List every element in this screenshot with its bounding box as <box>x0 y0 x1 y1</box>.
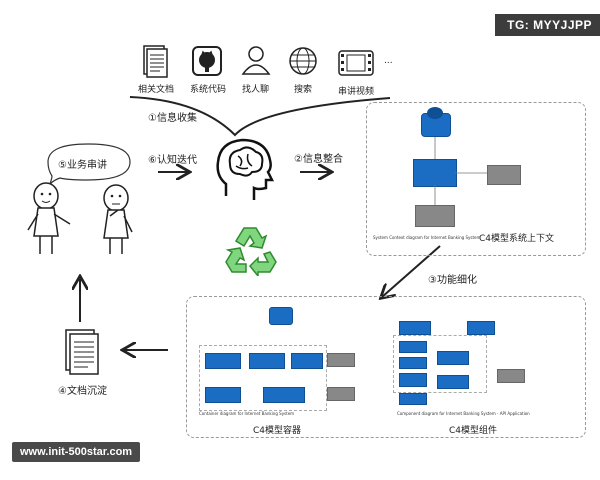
recycle-icon <box>225 227 277 276</box>
source-docs-label: 相关文档 <box>138 85 175 95</box>
ellipsis: ... <box>384 56 393 66</box>
step-integrate: ②信息整合 <box>294 154 343 165</box>
container-email-system <box>327 353 355 367</box>
container-database <box>205 387 241 403</box>
context-mainframe <box>415 205 455 227</box>
component-reset <box>399 357 427 369</box>
source-video-label: 串讲视频 <box>338 87 375 97</box>
step-document: ④文档沉淀 <box>58 386 107 397</box>
watermark-top: TG: MYYJJPP <box>495 14 600 36</box>
container-mainframe <box>327 387 355 401</box>
container-panel-label: C4模型容器 <box>253 426 302 436</box>
context-panel: System Context diagram for Internet Bank… <box>366 102 586 256</box>
person-icon <box>241 46 271 75</box>
film-icon <box>338 50 374 76</box>
component-mobile <box>467 321 495 335</box>
component-panel-label: C4模型组件 <box>449 426 498 436</box>
container-api-app <box>263 387 305 403</box>
container-customer <box>269 307 293 325</box>
context-customer-head <box>427 107 443 119</box>
github-icon <box>192 46 222 76</box>
step-collect: ①信息收集 <box>148 113 197 124</box>
context-caption: System Context diagram for Internet Bank… <box>373 235 481 240</box>
context-links <box>434 137 487 205</box>
source-search-label: 搜索 <box>294 85 313 95</box>
detail-panel: Container diagram for Internet Banking S… <box>186 296 586 438</box>
component-accounts <box>437 351 469 365</box>
watermark-bottom: www.init-500star.com <box>12 442 141 462</box>
people-discussion <box>27 143 133 254</box>
component-boundary <box>393 335 487 393</box>
component-spa <box>399 321 431 335</box>
context-panel-label: C4模型系统上下文 <box>479 234 555 244</box>
document-stack-icon <box>65 329 99 375</box>
brain-head-icon <box>216 138 275 200</box>
component-email <box>437 375 469 389</box>
container-boundary <box>199 345 327 411</box>
source-docs: 相关文档 <box>138 44 175 95</box>
source-people: 找人聊 <box>240 44 272 95</box>
component-caption: Component diagram for Internet Banking S… <box>397 411 530 416</box>
container-caption: Container diagram for Internet Banking S… <box>199 411 295 416</box>
step-refine: ③功能细化 <box>428 275 477 286</box>
step-explain: ⑤业务串讲 <box>58 160 107 171</box>
globe-icon <box>289 47 317 75</box>
source-code: 系统代码 <box>190 46 227 95</box>
document-icon <box>143 45 168 78</box>
collect-brace <box>129 96 391 137</box>
component-mainframe <box>497 369 525 383</box>
refine-arrow <box>382 245 441 297</box>
component-signin <box>399 341 427 353</box>
source-code-label: 系统代码 <box>190 85 227 95</box>
source-people-label: 找人聊 <box>242 85 270 95</box>
source-search: 搜索 <box>288 46 318 95</box>
component-security <box>399 373 427 387</box>
context-email-system <box>487 165 521 185</box>
component-db <box>399 393 427 405</box>
source-video: 串讲视频 <box>338 50 374 97</box>
container-mobile-app <box>291 353 323 369</box>
container-spa <box>249 353 285 369</box>
container-web-app <box>205 353 241 369</box>
step-iterate: ⑥认知迭代 <box>148 155 197 166</box>
